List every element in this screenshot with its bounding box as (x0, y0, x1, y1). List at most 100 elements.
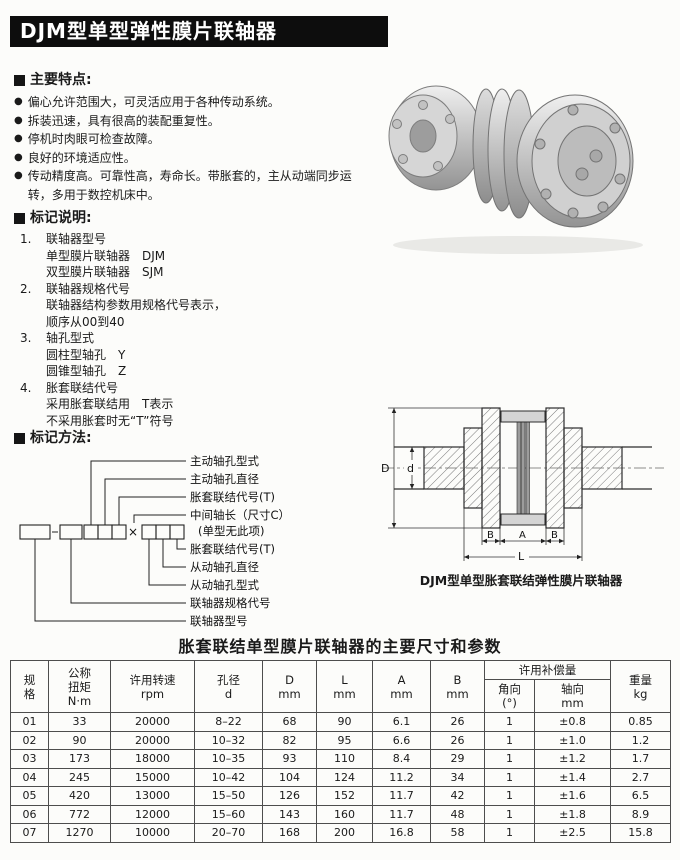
table-cell: 11.2 (372, 767, 431, 787)
features-section: 主要特点: ● 偏心允许范围大，可灵活应用于各种传动系统。 ● 拆装迅速，具有很… (14, 70, 366, 204)
table-cell: 200 (316, 823, 373, 843)
table-cell: 15.8 (610, 823, 671, 843)
col-header-compensation: 许用补偿量 (484, 660, 611, 680)
header-line: 重量 (629, 672, 652, 687)
marking-note: 1. 联轴器型号 单型膜片联轴器 DJM 双型膜片联轴器 SJM (14, 231, 366, 281)
note-number: 3. (20, 331, 32, 345)
note-lines: 胀套联结代号 采用胀套联结用 T表示 不采用胀套时无“T”符号 (46, 380, 366, 430)
dot-bullet-icon: ● (14, 170, 23, 181)
dot-bullet-icon: ● (14, 133, 23, 144)
col-header-angular: 角向 (°) (484, 679, 535, 713)
table-cell: ±1.4 (534, 767, 611, 787)
table-cell: 1 (484, 786, 535, 806)
table-cell: 245 (48, 767, 111, 787)
table-cell: 26 (430, 712, 485, 732)
table-subheader-row: 角向 (°) 轴向 mm (11, 679, 671, 713)
table-cell: 8.9 (610, 804, 671, 824)
marking-label: 胀套联结代号(T) (190, 490, 275, 504)
marking-label-subnote: (单型无此项) (198, 524, 264, 538)
header-line: D (285, 672, 294, 687)
table-cell: 42 (430, 786, 485, 806)
note-number: 1. (20, 232, 32, 246)
table-cell: ±1.2 (534, 749, 611, 769)
header-line: mm (390, 686, 413, 701)
header-line: rpm (140, 686, 165, 701)
table-cell: 20000 (110, 730, 195, 750)
table-cell: 04 (10, 767, 49, 787)
note-lines: 联轴器规格代号 联轴器结构参数用规格代号表示， 顺序从00到40 (46, 281, 366, 331)
table-cell: 420 (48, 786, 111, 806)
header-line: 许用转速 (129, 672, 176, 687)
marking-note: 2. 联轴器规格代号 联轴器结构参数用规格代号表示， 顺序从00到40 (14, 281, 366, 331)
marking-notes-heading: 标记说明: (14, 208, 366, 228)
col-header-L: L mm (316, 660, 373, 713)
header-line: mm (333, 686, 356, 701)
table-cell: 8.4 (372, 749, 431, 769)
table-cell: 6.1 (372, 712, 431, 732)
header-line: (°) (502, 696, 517, 710)
table-row: 04 245 15000 10–42 104 124 11.2 34 1 ±1.… (10, 767, 671, 787)
marking-label: 从动轴孔型式 (190, 578, 259, 592)
dim-label-d: d (407, 462, 414, 475)
square-bullet-icon (14, 212, 25, 224)
note-lines: 联轴器型号 单型膜片联轴器 DJM 双型膜片联轴器 SJM (46, 231, 366, 281)
note-line: 顺序从00到40 (46, 314, 125, 329)
col-header-weight: 重量 kg (610, 660, 671, 713)
features-heading: 主要特点: (14, 70, 366, 90)
header-line: L (341, 672, 348, 687)
col-header-A: A mm (372, 660, 431, 713)
table-cell: 95 (316, 730, 373, 750)
table-cell: 143 (262, 804, 317, 824)
table-cell: 8–22 (194, 712, 263, 732)
table-cell: 90 (48, 730, 111, 750)
note-lines: 轴孔型式 圆柱型轴孔 Y 圆锥型轴孔 Z (46, 330, 366, 380)
features-heading-label: 主要特点: (30, 72, 92, 88)
drawing-caption: DJM型单型胀套联结弹性膜片联轴器 (419, 573, 623, 588)
table-cell: 10–35 (194, 749, 263, 769)
marking-notes-section: 标记说明: 1. 联轴器型号 单型膜片联轴器 DJM 双型膜片联轴器 SJM 2… (14, 208, 366, 429)
table-cell: 1 (484, 749, 535, 769)
marking-method-heading: 标记方法: (14, 428, 376, 448)
marking-notes-heading-label: 标记说明: (30, 210, 92, 226)
marking-method-heading-label: 标记方法: (30, 430, 92, 446)
table-cell: 152 (316, 786, 373, 806)
dot-bullet-icon: ● (14, 96, 23, 107)
col-header-D: D mm (262, 660, 317, 713)
table-cell: 124 (316, 767, 373, 787)
coupling-right-flange (516, 94, 634, 228)
parameters-table: 规 格 公称 扭矩 N·m 许用转速 rpm 孔径 d D (10, 660, 671, 843)
table-cell: 12000 (110, 804, 195, 824)
header-line: A (397, 672, 406, 687)
table-row: 07 1270 10000 20–70 168 200 16.8 58 1 ±2… (10, 823, 671, 843)
header-line: N·m (67, 693, 92, 708)
table-cell: 1.7 (610, 749, 671, 769)
col-header-speed: 许用转速 rpm (110, 660, 195, 713)
photo-shadow (393, 236, 643, 254)
marking-note: 4. 胀套联结代号 采用胀套联结用 T表示 不采用胀套时无“T”符号 (14, 380, 366, 430)
table-cell: 1 (484, 712, 535, 732)
table-cell: ±1.6 (534, 786, 611, 806)
header-line: d (224, 686, 233, 701)
header-line: 规 (23, 672, 36, 687)
table-cell: 1 (484, 730, 535, 750)
table-cell: 1270 (48, 823, 111, 843)
col-header-axial: 轴向 mm (534, 679, 611, 713)
table-cell: 126 (262, 786, 317, 806)
header-line: 公称 (68, 665, 91, 680)
header-line: mm (446, 686, 469, 701)
header-line: B (453, 672, 462, 687)
table-cell: 10000 (110, 823, 195, 843)
table-cell: 82 (262, 730, 317, 750)
table-cell: 10–32 (194, 730, 263, 750)
table-cell: 1 (484, 823, 535, 843)
note-line: 单型膜片联轴器 DJM (46, 248, 166, 263)
header-line: 扭矩 (68, 679, 91, 694)
table-cell: 1 (484, 804, 535, 824)
col-header-torque: 公称 扭矩 N·m (48, 660, 111, 713)
table-cell: ±0.8 (534, 712, 611, 732)
table-cell: 20–70 (194, 823, 263, 843)
table-cell: ±1.8 (534, 804, 611, 824)
table-cell: ±1.0 (534, 730, 611, 750)
note-line: 轴孔型式 (46, 331, 95, 345)
